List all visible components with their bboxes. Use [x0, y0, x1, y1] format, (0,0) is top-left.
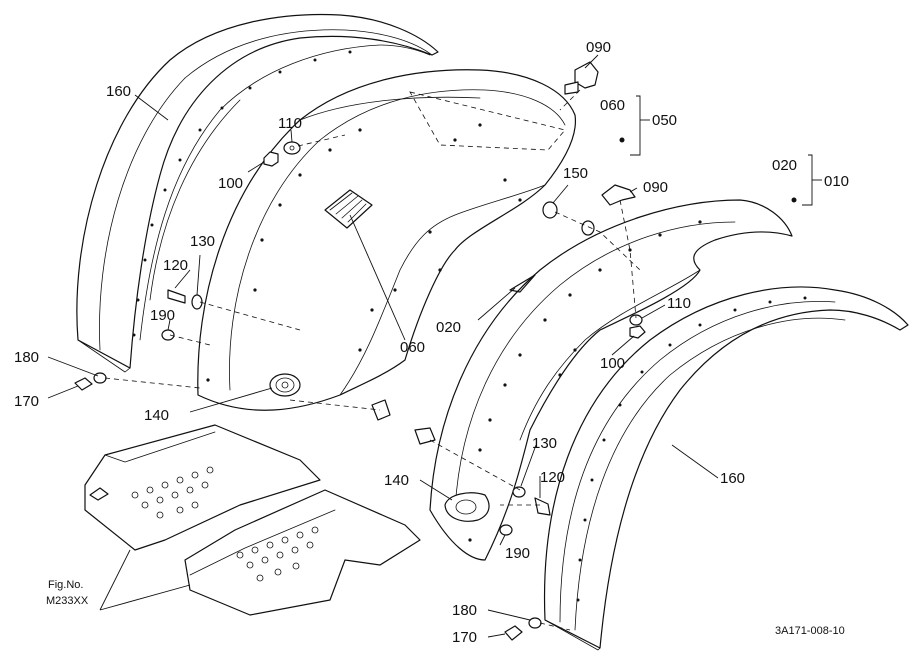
fig-label: Fig.No.: [48, 579, 83, 591]
label-190-right: 190: [505, 545, 530, 562]
label-100-top: 100: [218, 175, 243, 192]
assembly-lines: [104, 89, 641, 631]
label-120-left: 120: [163, 257, 188, 274]
label-140-left: 140: [144, 407, 169, 424]
fig-number: M233XX: [46, 595, 89, 607]
part-labels: 160 110 100 130 120 190 180 170 140 090 …: [14, 39, 849, 646]
left-inner-fender: [197, 69, 577, 411]
left-lamp-opening: [269, 373, 301, 397]
label-140-right: 140: [384, 472, 409, 489]
label-010: 010: [824, 173, 849, 190]
label-020-mid: 020: [436, 319, 461, 336]
label-110-right: 110: [667, 295, 691, 312]
label-060-mid: 060: [400, 339, 425, 356]
label-180-left: 180: [14, 349, 39, 366]
label-170-left: 170: [14, 393, 39, 410]
label-050: 050: [652, 112, 677, 129]
right-outer-fender: [543, 286, 909, 651]
floor-mats: [84, 424, 421, 616]
label-020-right: 020: [772, 157, 797, 174]
label-120-right: 120: [540, 469, 565, 486]
label-110-top: 110: [278, 115, 302, 132]
leader-lines: [47, 54, 822, 638]
drawing-code: 3A171-008-10: [775, 625, 845, 637]
label-170-bottom: 170: [452, 629, 477, 646]
right-inner-fender: [429, 199, 793, 561]
label-190-left: 190: [150, 307, 175, 324]
right-lamp-opening: [444, 492, 490, 522]
warning-label-060: [324, 189, 373, 229]
left-outer-fender: [76, 13, 439, 373]
label-060-right: 060: [600, 97, 625, 114]
label-100-right: 100: [600, 355, 625, 372]
label-130-right: 130: [532, 435, 557, 452]
fasteners: [74, 61, 797, 641]
label-130-left: 130: [190, 233, 215, 250]
figure-info: Fig.No. M233XX 3A171-008-10: [46, 579, 845, 637]
label-090-mid: 090: [643, 179, 668, 196]
label-150: 150: [563, 165, 588, 182]
label-160-right: 160: [720, 470, 745, 487]
label-180-bottom: 180: [452, 602, 477, 619]
label-090-top: 090: [586, 39, 611, 56]
label-160-top: 160: [106, 83, 131, 100]
